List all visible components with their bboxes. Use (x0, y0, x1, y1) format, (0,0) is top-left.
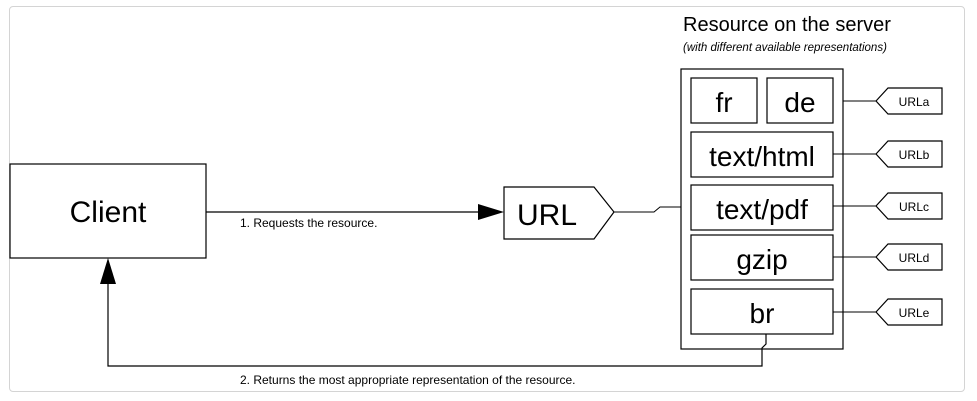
request-label: 1. Requests the resource. (240, 216, 377, 230)
url-label: URL (517, 199, 577, 232)
url-tag-d: URLd (833, 243, 943, 271)
url-tag-shape (875, 140, 943, 168)
client-label: Client (70, 196, 147, 229)
url-tag-label: URLe (899, 306, 930, 320)
representation-de: de (766, 77, 834, 124)
client-box (9, 163, 207, 259)
request-arrowhead (478, 204, 504, 220)
url-tag-label: URLc (899, 200, 929, 214)
url-to-pdf-connector (614, 206, 691, 213)
client-node: Client (9, 163, 207, 259)
url-tag-label: URLd (899, 251, 930, 265)
representation-box (766, 77, 834, 124)
url-tag-shape (875, 243, 943, 271)
response-label: 2. Returns the most appropriate represen… (240, 373, 576, 387)
representation-label: br (750, 298, 775, 329)
server-subtitle: (with different available representation… (683, 42, 887, 54)
url-tag-b: URLb (833, 140, 943, 168)
representation-label: text/html (709, 141, 815, 172)
representation-label: gzip (736, 244, 787, 275)
url-shape (503, 186, 615, 240)
url-tag-e: URLe (833, 298, 943, 326)
url-tag-label: URLb (899, 148, 930, 162)
url-tag-label: URLa (899, 95, 930, 109)
representation-box (690, 77, 758, 124)
response-connector: 2. Returns the most appropriate represen… (100, 258, 767, 387)
request-connector: 1. Requests the resource. (206, 204, 504, 230)
url-node: URL (503, 186, 615, 240)
representation-label: de (784, 87, 815, 118)
server-title: Resource on the server (683, 14, 891, 36)
representation-box (690, 234, 834, 281)
response-arrowhead (100, 258, 116, 284)
representation-box (690, 184, 834, 231)
url-tag-a: URLa (843, 87, 943, 115)
representation-box (690, 288, 834, 335)
representation-text-pdf: text/pdf (690, 184, 834, 231)
representation-gzip: gzip (690, 234, 834, 281)
url-tag-shape (875, 298, 943, 326)
url-tag-shape (875, 87, 943, 115)
representation-label: text/pdf (716, 194, 808, 225)
representation-text-html: text/html (690, 131, 834, 178)
response-line (107, 284, 767, 367)
url-tag-c: URLc (833, 192, 943, 220)
representation-fr: fr (690, 77, 758, 124)
url-tag-shape (875, 192, 943, 220)
representation-label: fr (715, 87, 732, 118)
representation-br: br (690, 288, 834, 335)
